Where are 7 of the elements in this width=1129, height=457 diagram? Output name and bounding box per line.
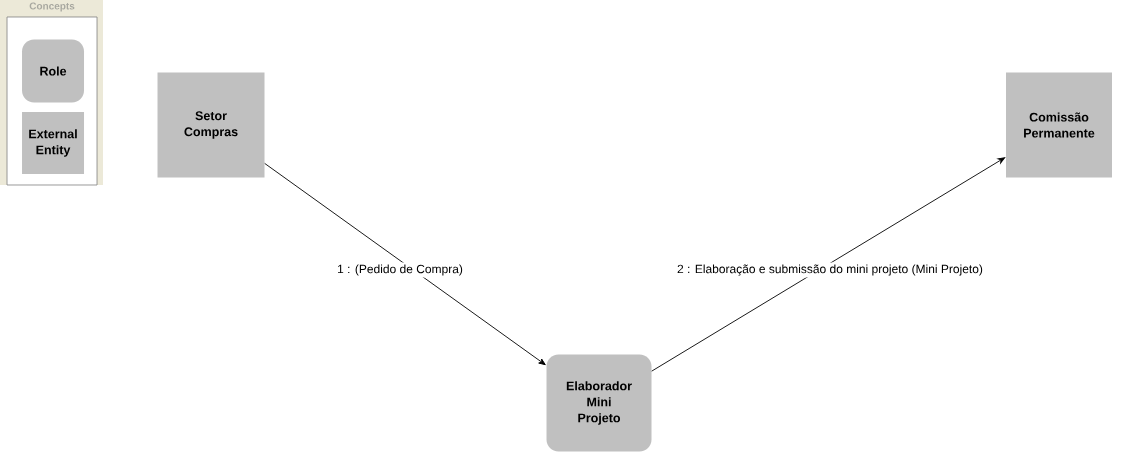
entity-box: Setor Compras [157, 72, 265, 178]
entity-box: External Entity [22, 112, 84, 174]
arrow [651, 157, 1006, 372]
arrow [264, 162, 546, 366]
edge-label: 1 : (Pedido de Compra) [335, 262, 465, 278]
edge-label: 2 : Elaboração e submissão do mini projeto (Mini Projeto) [675, 262, 985, 278]
entity-box: Comissão Permanente [1006, 72, 1112, 178]
